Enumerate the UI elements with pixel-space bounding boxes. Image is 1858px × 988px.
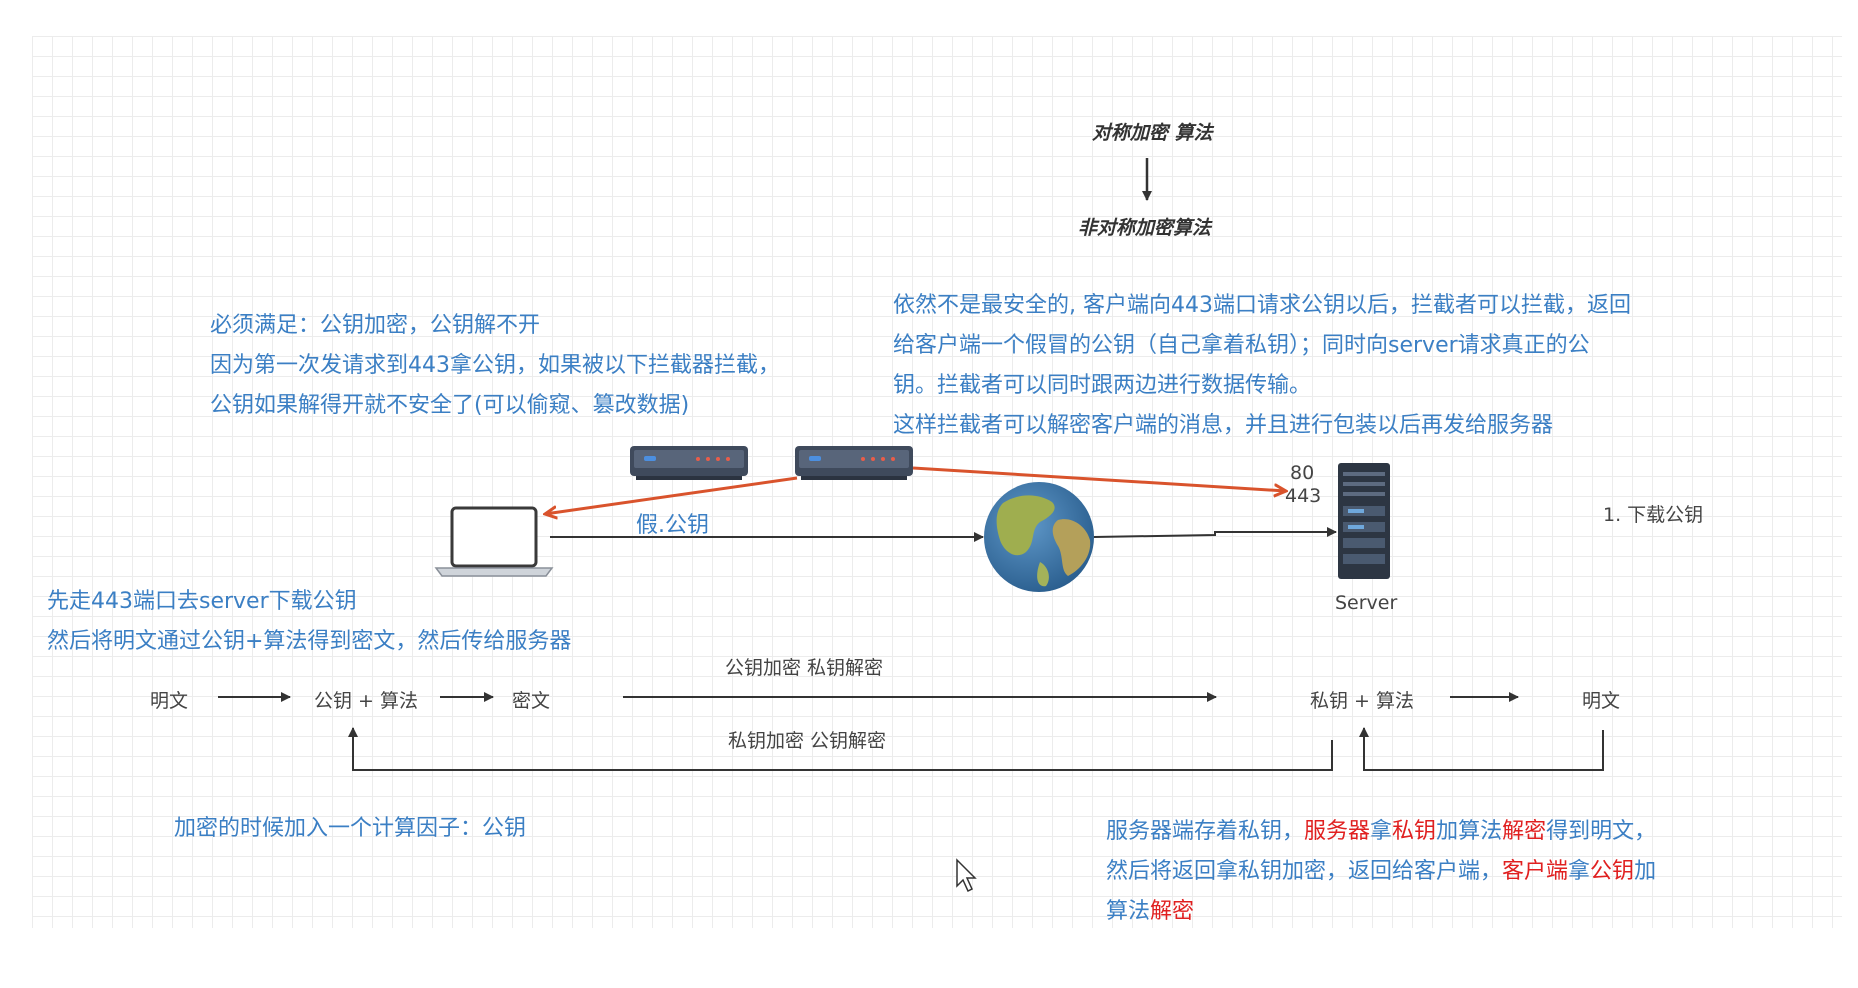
bottom-flow-arrows (218, 692, 1604, 771)
server-note-seg: 私钥 (1392, 819, 1437, 844)
network-connections (550, 527, 1337, 542)
server-note-seg: 拿 (1370, 819, 1393, 844)
server-note-line-2: 然后将返回拿私钥加密，返回给客户端，客户端拿公钥加 (1106, 852, 1656, 892)
server-note-seg: 解密 (1150, 899, 1195, 924)
globe-icon (984, 482, 1094, 592)
pubkey-algo-label: 公钥 + 算法 (314, 690, 418, 712)
still-unsafe-line-3: 钥。拦截者可以同时跟两边进行数据传输。 (893, 373, 1312, 398)
client-step-2: 然后将明文通过公钥+算法得到密文，然后传给服务器 (47, 629, 572, 654)
router-icon (630, 446, 748, 480)
server-note-seg: 公钥 (1590, 859, 1635, 884)
priv-enc-pub-dec-label: 私钥加密 公钥解密 (728, 730, 887, 752)
must-satisfy-line-2: 因为第一次发请求到443拿公钥，如果被以下拦截器拦截， (210, 353, 780, 378)
interceptor-router-icon (795, 446, 913, 480)
server-note-seg: 算法 (1106, 899, 1151, 924)
server-note-seg: 加算法 (1436, 819, 1503, 844)
server-label: Server (1335, 592, 1398, 614)
server-icon (1338, 463, 1390, 579)
factor-note: 加密的时候加入一个计算因子：公钥 (174, 816, 527, 841)
still-unsafe-line-1: 依然不是最安全的, 客户端向443端口请求公钥以后，拦截者可以拦截，返回 (893, 293, 1631, 318)
server-note-seg: 服务器端存着私钥， (1106, 819, 1305, 844)
plaintext-left-label: 明文 (150, 690, 189, 712)
fake-key-label: 假.公钥 (636, 513, 709, 538)
server-note-seg: 客户端 (1502, 859, 1569, 884)
server-note-line-3: 算法解密 (1106, 892, 1656, 932)
client-steps-note: 先走443端口去server下载公钥 然后将明文通过公钥+算法得到密文，然后传给… (47, 582, 571, 662)
plaintext-right-label: 明文 (1582, 690, 1621, 712)
server-note-seg: 加 (1634, 859, 1657, 884)
must-satisfy-line-3: 公钥如果解得开就不安全了(可以偷窥、篡改数据) (210, 393, 690, 418)
laptop-icon (434, 506, 554, 577)
server-note-line-1: 服务器端存着私钥，服务器拿私钥加算法解密得到明文， (1106, 812, 1656, 852)
download-step-label: 1. 下载公钥 (1603, 504, 1704, 526)
privkey-algo-label: 私钥 + 算法 (1310, 690, 1414, 712)
server-note-seg: 服务器 (1304, 819, 1371, 844)
ciphertext-label: 密文 (512, 690, 551, 712)
asymmetric-label: 非对称加密算法 (1078, 217, 1212, 239)
client-step-1: 先走443端口去server下载公钥 (47, 589, 357, 614)
server-note-seg: 解密 (1502, 819, 1547, 844)
grid-background (32, 36, 1842, 928)
server-note-seg: 得到明文， (1546, 819, 1657, 844)
must-satisfy-line-1: 必须满足：公钥加密，公钥解不开 (210, 313, 541, 338)
server-note: 服务器端存着私钥，服务器拿私钥加算法解密得到明文， 然后将返回拿私钥加密，返回给… (1106, 812, 1656, 932)
server-note-seg: 拿 (1568, 859, 1591, 884)
must-satisfy-note: 必须满足：公钥加密，公钥解不开 因为第一次发请求到443拿公钥，如果被以下拦截器… (210, 306, 780, 426)
server-note-seg: 然后将返回拿私钥加密，返回给客户端， (1106, 859, 1503, 884)
still-unsafe-note: 依然不是最安全的, 客户端向443端口请求公钥以后，拦截者可以拦截，返回 给客户… (893, 286, 1631, 446)
pub-enc-priv-dec-label: 公钥加密 私钥解密 (725, 657, 884, 679)
symmetric-label: 对称加密 算法 (1092, 122, 1213, 144)
mouse-cursor-icon (956, 858, 977, 893)
still-unsafe-line-4: 这样拦截者可以解密客户端的消息，并且进行包装以后再发给服务器 (893, 413, 1554, 438)
port-443-label: 443 (1285, 485, 1322, 507)
port-80-label: 80 (1290, 462, 1315, 484)
interceptor-arrows (545, 466, 1286, 514)
still-unsafe-line-2: 给客户端一个假冒的公钥（自己拿着私钥）；同时向server请求真正的公 (893, 333, 1590, 358)
